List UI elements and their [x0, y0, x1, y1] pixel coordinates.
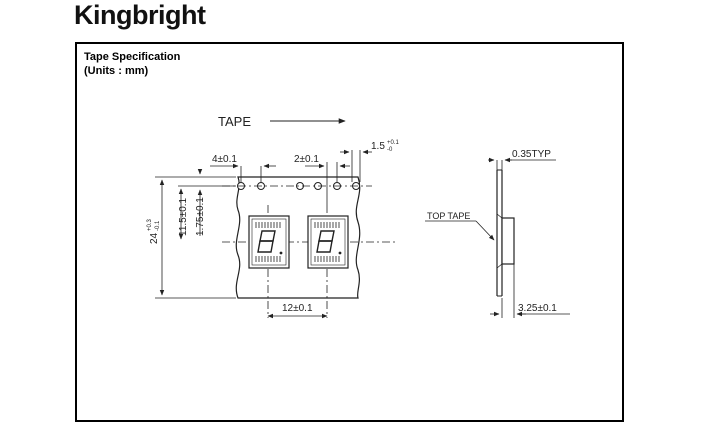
dim-hole-diameter-tol-upper: +0.1: [387, 140, 400, 146]
dim-tape-width-text: 24: [149, 232, 160, 244]
seven-segment-digit: [257, 230, 276, 253]
dim-cover-thickness: [488, 157, 556, 170]
dim-hole-diameter-tol-lower: -0: [387, 147, 393, 153]
dim-hole-to-center-text: 2±0.1: [294, 154, 319, 165]
tape-label: TAPE: [218, 114, 251, 129]
seven-segment-digit: [316, 230, 335, 253]
dim-sprocket-pitch-text: 4±0.1: [212, 154, 237, 165]
pocket-2: [307, 215, 349, 269]
dim-pocket-depth: [490, 264, 570, 318]
tape-side-view: [496, 169, 515, 297]
dim-hole-edge-text: 1.75±0.1: [195, 197, 206, 236]
top-tape-leader: [475, 220, 495, 241]
dim-hole-diameter-text: 1.5: [371, 141, 385, 152]
pocket-1: [248, 215, 290, 269]
dim-tape-width-tol-lower: -0.1: [155, 220, 161, 231]
dim-tape-width: [155, 176, 236, 299]
dim-pocket-pitch-text: 12±0.1: [282, 303, 313, 314]
dim-center-offset: [178, 185, 236, 240]
dim-cover-thickness-text: 0.35TYP: [512, 149, 551, 160]
kingbright-logo: Kingbright: [74, 0, 206, 30]
dim-pocket-depth-text: 3.25±0.1: [518, 303, 557, 314]
dim-tape-width-tol-upper: +0.3: [147, 218, 153, 231]
section-title: Tape Specification: [84, 51, 181, 63]
dim-hole-to-center: [305, 162, 350, 205]
dim-sprocket-pitch: [210, 163, 276, 182]
tape-drawing: TAPE: [147, 114, 570, 319]
dim-hole-diameter: [340, 149, 372, 182]
dim-center-offset-text: 11.5±0.1: [178, 197, 189, 236]
units-label: (Units : mm): [84, 65, 149, 77]
top-tape-label: TOP TAPE: [427, 211, 470, 221]
